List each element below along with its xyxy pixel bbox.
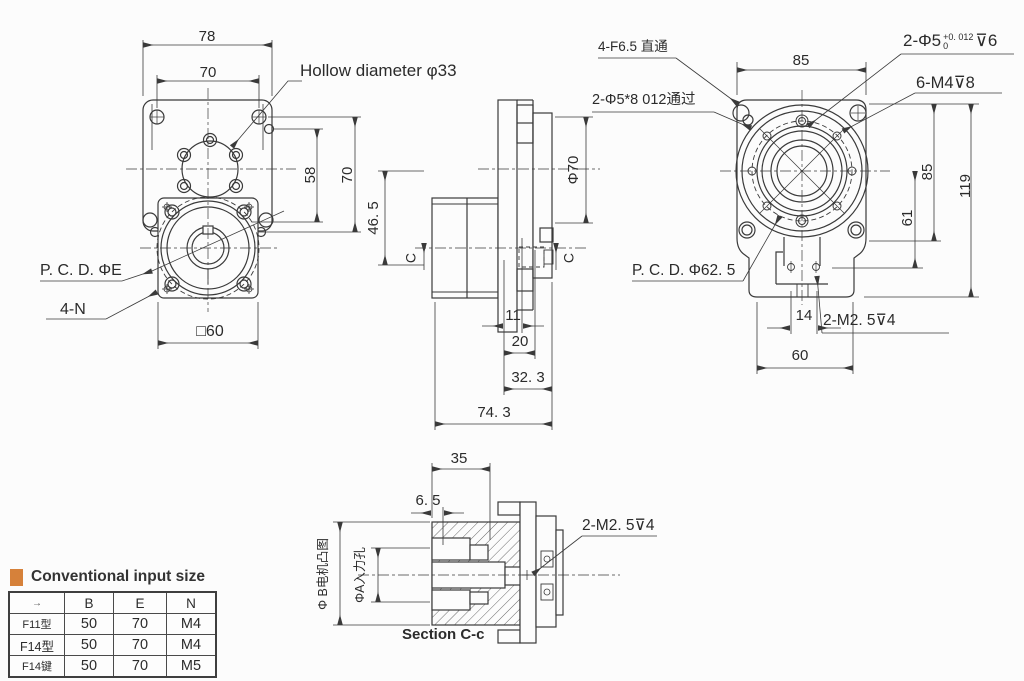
input-size-table: → B E N F11型 50 70 M4 F14型 50 70 M4 F14键… (8, 591, 217, 678)
label-pin-holes: 2-Φ5 +0. 012 0 ⊽6 (903, 31, 997, 51)
front-view (40, 40, 361, 349)
label-m25-back: 2-M2. 5⊽4 (823, 312, 896, 329)
label-hollow-diameter: Hollow diameter φ33 (300, 61, 457, 80)
back-view (592, 53, 1014, 374)
table-row: F11型 50 70 M4 (8, 613, 217, 635)
dim-back-60: 60 (791, 346, 809, 364)
section-caption: Section C-c (402, 626, 485, 643)
pin-prefix: 2-Φ5 (903, 31, 942, 50)
dim-front-hole-pitch: 70 (199, 63, 217, 81)
label-f65-through: 4-F6.5 直通 (598, 39, 668, 54)
label-m25-section: 2-M2. 5⊽4 (582, 517, 655, 534)
dim-side-32-3: 32. 3 (511, 368, 545, 386)
back-outline (736, 99, 867, 298)
dim-side-depth: 46. 5 (364, 201, 382, 235)
pcd-circle (156, 196, 260, 300)
back-dimensions (592, 53, 1014, 374)
dim-back-total-height: 119 (956, 174, 974, 198)
table-row: F14键 50 70 M5 (8, 655, 217, 678)
side-view (378, 99, 600, 430)
section-dimensions (333, 463, 657, 626)
dim-front-58: 58 (301, 166, 319, 184)
dim-back-61: 61 (898, 209, 916, 227)
front-centerlines (126, 88, 296, 312)
table-row: F14型 50 70 M4 (8, 634, 217, 656)
header-type: → (8, 591, 65, 614)
front-dimensions (40, 40, 361, 349)
dim-section-35: 35 (450, 449, 468, 467)
label-input-hole-dia: ΦA入力孔 (353, 547, 368, 603)
flange-screw-holes (164, 204, 252, 292)
section-marker-left: C (402, 252, 419, 264)
dim-front-width: 78 (198, 27, 216, 45)
pin-tolerance: +0. 012 0 (943, 32, 974, 51)
label-pcd-e: P. C. D. ΦE (40, 262, 122, 279)
dim-square-60: □60 (196, 323, 224, 341)
side-dimensions (378, 116, 593, 430)
section-view (333, 463, 657, 644)
dim-back-width: 85 (792, 51, 810, 69)
table-title-bullet (10, 569, 23, 586)
dim-side-20: 20 (511, 332, 529, 350)
motor-bosses (176, 132, 244, 194)
side-centerlines (415, 168, 600, 249)
header-b: B (64, 591, 114, 614)
label-pcd-62-5: P. C. D. Φ62. 5 (632, 262, 736, 279)
table-header-row: → B E N (8, 591, 217, 614)
header-n: N (166, 591, 217, 614)
dim-flange-diameter: Φ70 (564, 155, 582, 185)
pin-depth: ⊽6 (975, 31, 998, 50)
label-slot-holes: 2-Φ5*8 012通过 (592, 92, 696, 108)
dim-section-6-5: 6. 5 (415, 491, 441, 509)
back-corner-holes (732, 104, 867, 239)
table-title: Conventional input size (31, 568, 205, 585)
dim-front-height: 70 (338, 166, 356, 184)
dim-side-11: 11 (505, 306, 521, 324)
label-motor-boss-dia: Φ B电机凸图 (316, 538, 331, 610)
back-centerlines (720, 90, 890, 305)
header-e: E (113, 591, 167, 614)
dim-back-14: 14 (795, 306, 813, 324)
dim-back-height: 85 (918, 163, 936, 181)
section-marker-right: C (560, 252, 577, 264)
label-4n: 4-N (60, 301, 86, 318)
dim-side-74-3: 74. 3 (477, 403, 511, 421)
label-m4-holes: 6-M4⊽8 (916, 74, 975, 92)
